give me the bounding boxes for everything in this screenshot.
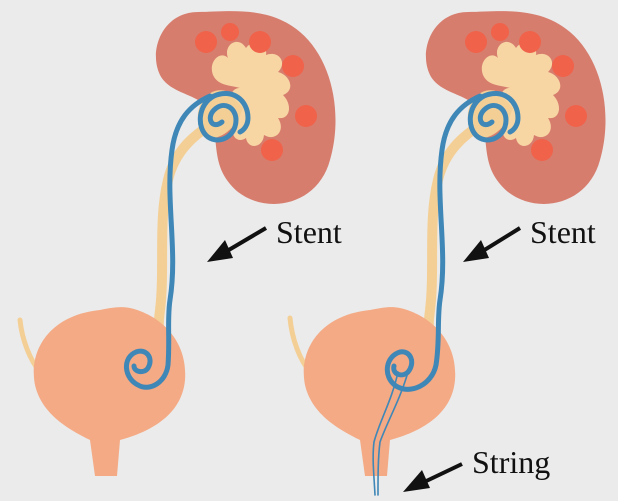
arrow-icon (207, 228, 266, 262)
left-assembly: Stent (20, 11, 342, 476)
string-label: String (472, 444, 550, 480)
bladder-icon (34, 307, 185, 476)
stent-label: Stent (530, 214, 596, 250)
right-assembly: Stent String (290, 11, 606, 495)
arrow-icon (463, 228, 520, 262)
arrow-icon (403, 464, 462, 492)
stent-label: Stent (276, 214, 342, 250)
